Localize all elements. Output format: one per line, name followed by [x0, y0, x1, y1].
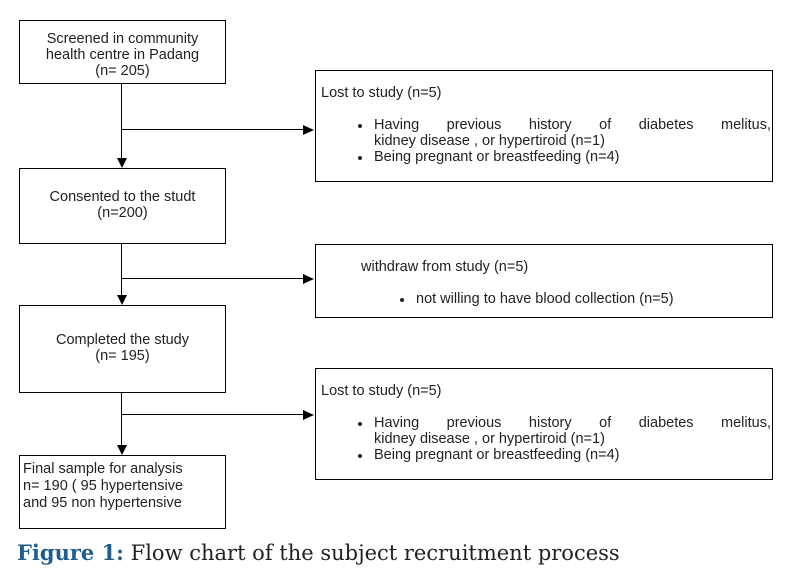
step-completed-line-1: Completed the study — [56, 332, 189, 348]
step-completed-box: Completed the study (n= 195) — [19, 305, 226, 393]
step-completed-line-2: (n= 195) — [95, 348, 150, 364]
step-screened-box: Screened in community health centre in P… — [19, 20, 226, 84]
arrowhead-right-3 — [303, 410, 314, 420]
figure-caption-label: Figure 1: — [17, 540, 124, 565]
figure-caption: Figure 1: Flow chart of the subject recr… — [17, 540, 620, 565]
step-screened-line-3: (n= 205) — [95, 63, 150, 79]
step-consented-line-1: Consented to the studt — [49, 189, 196, 205]
arrowhead-right-2 — [303, 274, 314, 284]
exclusion-1-item-1-line-2: kidney disease , or hypertiroid (n=1) — [374, 133, 605, 149]
exclusion-box-1: Lost to study (n=5) Having previous hist… — [315, 70, 773, 182]
figure-caption-text: Flow chart of the subject recruitment pr… — [130, 541, 620, 565]
connector-down-3 — [121, 393, 123, 446]
arrowhead-down-2 — [117, 295, 127, 305]
step-screened-line-2: health centre in Padang — [45, 47, 200, 63]
bullet-icon — [358, 124, 362, 128]
connector-branch-1 — [121, 129, 304, 131]
connector-branch-3 — [121, 414, 304, 416]
exclusion-1-item-1-line-1: Having previous history of diabetes meli… — [374, 117, 771, 133]
arrowhead-down-1 — [117, 158, 127, 168]
arrowhead-right-1 — [303, 125, 314, 135]
arrowhead-down-3 — [117, 445, 127, 455]
exclusion-3-item-2-line-1: Being pregnant or breastfeeding (n=4) — [374, 447, 620, 463]
connector-branch-2 — [121, 278, 304, 280]
connector-down-1 — [121, 84, 123, 159]
exclusion-1-item-2-line-1: Being pregnant or breastfeeding (n=4) — [374, 149, 620, 165]
exclusion-3-item-1-line-1: Having previous history of diabetes meli… — [374, 415, 771, 431]
step-final-line-3: and 95 non hypertensive — [23, 495, 182, 511]
step-final-sample-box: Final sample for analysis n= 190 ( 95 hy… — [19, 455, 226, 529]
bullet-icon — [400, 298, 404, 302]
exclusion-3-item-1-line-2: kidney disease , or hypertiroid (n=1) — [374, 431, 605, 447]
step-consented-box: Consented to the studt (n=200) — [19, 168, 226, 244]
exclusion-box-2: withdraw from study (n=5) not willing to… — [315, 244, 773, 318]
exclusion-2-title: withdraw from study (n=5) — [361, 259, 529, 275]
bullet-icon — [358, 454, 362, 458]
bullet-icon — [358, 422, 362, 426]
exclusion-1-title: Lost to study (n=5) — [321, 85, 442, 101]
exclusion-3-title: Lost to study (n=5) — [321, 383, 442, 399]
step-consented-line-2: (n=200) — [97, 205, 148, 221]
step-final-line-1: Final sample for analysis — [23, 461, 183, 477]
step-screened-line-1: Screened in community — [46, 31, 199, 47]
exclusion-2-item-1-line-1: not willing to have blood collection (n=… — [416, 291, 674, 307]
bullet-icon — [358, 156, 362, 160]
exclusion-box-3: Lost to study (n=5) Having previous hist… — [315, 368, 773, 480]
connector-down-2 — [121, 244, 123, 296]
step-final-line-2: n= 190 ( 95 hypertensive — [23, 478, 184, 494]
